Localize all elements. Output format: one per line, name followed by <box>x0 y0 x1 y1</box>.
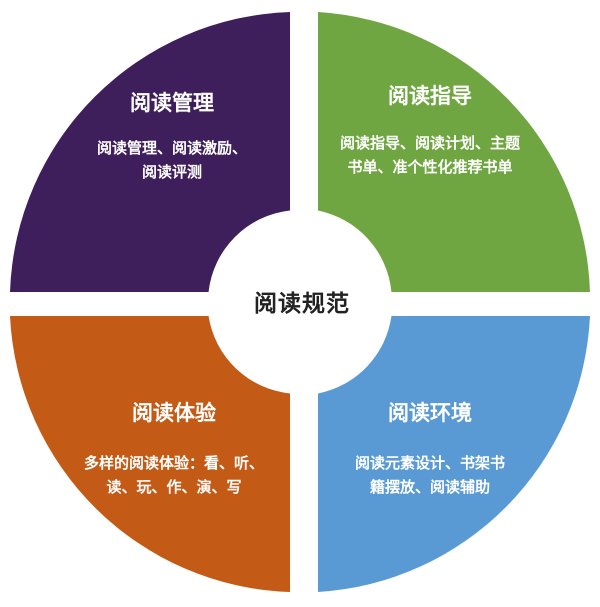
quadrant-top-right <box>318 12 590 292</box>
quadrant-top-left <box>10 12 290 292</box>
quadrant-bottom-left <box>10 316 290 592</box>
bottom-right-desc-line-2: 籍摆放、阅读辅助 <box>370 478 490 496</box>
top-left-title: 阅读管理 <box>130 91 214 115</box>
bottom-left-desc-line-2: 读、玩、作、演、写 <box>106 478 241 496</box>
top-left-desc-line-2: 阅读评测 <box>142 163 202 181</box>
center-label: 阅读规范 <box>254 291 350 317</box>
top-right-title: 阅读指导 <box>388 84 472 108</box>
bottom-left-desc-line-1: 多样的阅读体验：看、听、 <box>84 454 264 472</box>
top-right-desc-line-1: 阅读指导、阅读计划、主题 <box>340 134 521 152</box>
top-left-desc-line-1: 阅读管理、阅读激励、 <box>97 139 247 157</box>
quadrant-bottom-right <box>318 316 590 592</box>
top-right-desc-line-2: 书单、准个性化推荐书单 <box>347 158 512 176</box>
bottom-right-title: 阅读环境 <box>388 401 472 425</box>
bottom-left-title: 阅读体验 <box>132 401 216 425</box>
bottom-right-desc-line-1: 阅读元素设计、书架书 <box>355 454 505 472</box>
